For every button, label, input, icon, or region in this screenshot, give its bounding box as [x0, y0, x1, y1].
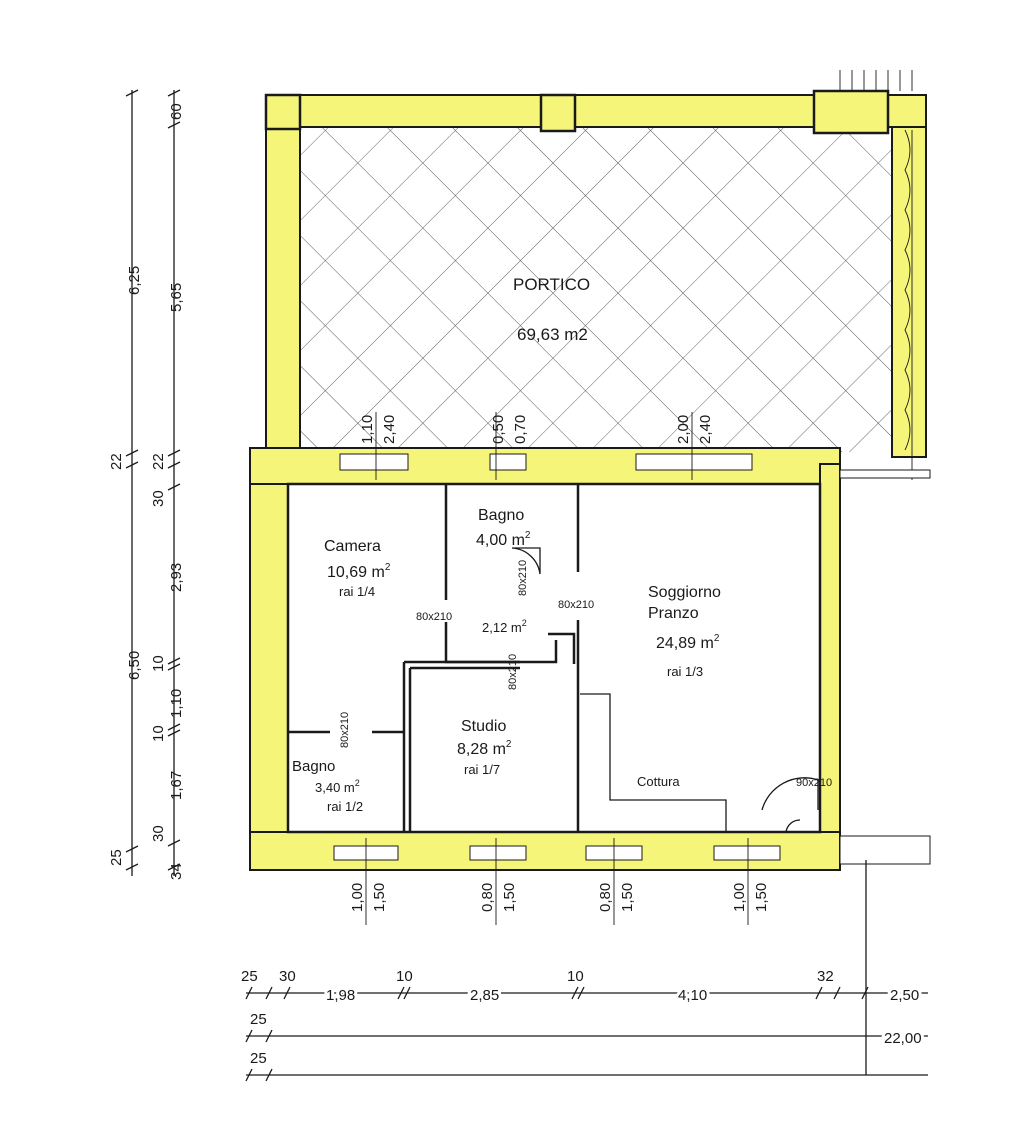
camera-area: 10,69 m2 [327, 562, 391, 581]
bottom-dimension-lines [245, 860, 928, 1082]
dim-bot-win-2a: 0,80 [479, 883, 496, 912]
dim-top-win-1a: 1,10 [359, 415, 376, 444]
portico-area [264, 70, 927, 480]
camera-rai: rai 1/4 [339, 584, 375, 599]
left-outer-dims: 6,25 22 6,50 25 [108, 266, 143, 866]
dim-left-outer-1: 6,25 [126, 266, 143, 295]
dim-left-inner-1: 60 [168, 103, 185, 120]
door-label-5: 80x210 [339, 712, 351, 748]
door-label-3: 80x210 [517, 560, 529, 596]
dim-bot-32: 32 [817, 968, 834, 985]
bottom-window-dims: 1,00 1,50 0,80 1,50 0,80 1,50 1,00 1,50 [349, 838, 770, 925]
door-label-6: 90x210 [796, 777, 832, 789]
dim-top-win-3a: 2,00 [675, 415, 692, 444]
soggiorno-rai: rai 1/3 [667, 664, 703, 679]
dim-bot-285: 2,85 [470, 987, 499, 1004]
dim-left-inner-7: 1,10 [168, 689, 185, 718]
dim-left-inner-4: 30 [150, 490, 167, 507]
dim-bot-win-4a: 1,00 [731, 883, 748, 912]
door-label-4: 80x210 [507, 654, 519, 690]
dim-left-inner-2: 5,65 [168, 283, 185, 312]
dim-left-inner-11: 34 [168, 863, 185, 880]
dim-bot-win-3b: 1,50 [619, 883, 636, 912]
bagno-bottom-name: Bagno [292, 758, 335, 775]
camera-name: Camera [324, 538, 381, 555]
left-inner-dims: 60 5,65 22 30 2,93 10 1,10 10 1,67 30 34 [150, 103, 185, 880]
dim-bot-2200: 22,00 [884, 1030, 922, 1047]
studio-area: 8,28 m2 [457, 739, 512, 758]
door-label-2: 80x210 [558, 599, 594, 611]
studio-name: Studio [461, 718, 506, 735]
dim-left-inner-3: 22 [150, 453, 167, 470]
dim-bot-win-1b: 1,50 [371, 883, 388, 912]
house-walls [249, 447, 931, 871]
portico-name: PORTICO [513, 275, 590, 294]
dim-left-inner-9: 1,67 [168, 771, 185, 800]
dim-left-outer-4: 25 [108, 849, 125, 866]
dim-left-outer-2: 22 [108, 453, 125, 470]
dim-bot-250: 2,50 [890, 987, 919, 1004]
bagno-bottom-rai: rai 1/2 [327, 799, 363, 814]
dim-top-win-2b: 0,70 [512, 415, 529, 444]
soggiorno-area: 24,89 m2 [656, 633, 720, 652]
dim-bot-win-2b: 1,50 [501, 883, 518, 912]
portico-area-value: 69,63 m2 [517, 325, 588, 344]
bagno-top-name: Bagno [478, 507, 524, 524]
door-label-1: 80x210 [416, 611, 452, 623]
dim-bot-row2-25: 25 [250, 1011, 267, 1028]
dim-bot-410: 4,10 [678, 987, 707, 1004]
bagno-top-area: 4,00 m2 [476, 530, 531, 549]
soggiorno-name: Soggiorno [648, 584, 721, 601]
dim-bot-25: 25 [241, 968, 258, 985]
studio-rai: rai 1/7 [464, 762, 500, 777]
dim-left-inner-6: 10 [150, 655, 167, 672]
top-window-dims: 1,10 2,40 0,50 0,70 2,00 2,40 [359, 412, 714, 480]
dim-bot-win-1a: 1,00 [349, 883, 366, 912]
dim-left-inner-10: 30 [150, 825, 167, 842]
pranzo-name: Pranzo [648, 605, 699, 622]
dim-top-win-3b: 2,40 [697, 415, 714, 444]
disimpegno-area: 2,12 m2 [482, 618, 527, 635]
left-dimension-lines [125, 89, 181, 876]
dim-bot-win-3a: 0,80 [597, 883, 614, 912]
dim-bot-30: 30 [279, 968, 296, 985]
dim-bot-row3-25: 25 [250, 1050, 267, 1067]
dim-bot-198: 1,98 [326, 987, 355, 1004]
dim-top-win-2a: 0,50 [490, 415, 507, 444]
bagno-bottom-area: 3,40 m2 [315, 778, 360, 795]
bottom-dims-text: 25 30 10 10 32 1,98 2,85 4,10 2,50 25 22… [241, 968, 925, 1067]
dim-bot-10b: 10 [567, 968, 584, 985]
dim-bot-win-4b: 1,50 [753, 883, 770, 912]
dim-left-outer-3: 6,50 [126, 651, 143, 680]
dim-left-inner-8: 10 [150, 725, 167, 742]
dim-left-inner-5: 2,93 [168, 563, 185, 592]
cottura-name: Cottura [637, 774, 680, 789]
interior-walls [288, 484, 727, 832]
dim-top-win-1b: 2,40 [381, 415, 398, 444]
dim-bot-10a: 10 [396, 968, 413, 985]
